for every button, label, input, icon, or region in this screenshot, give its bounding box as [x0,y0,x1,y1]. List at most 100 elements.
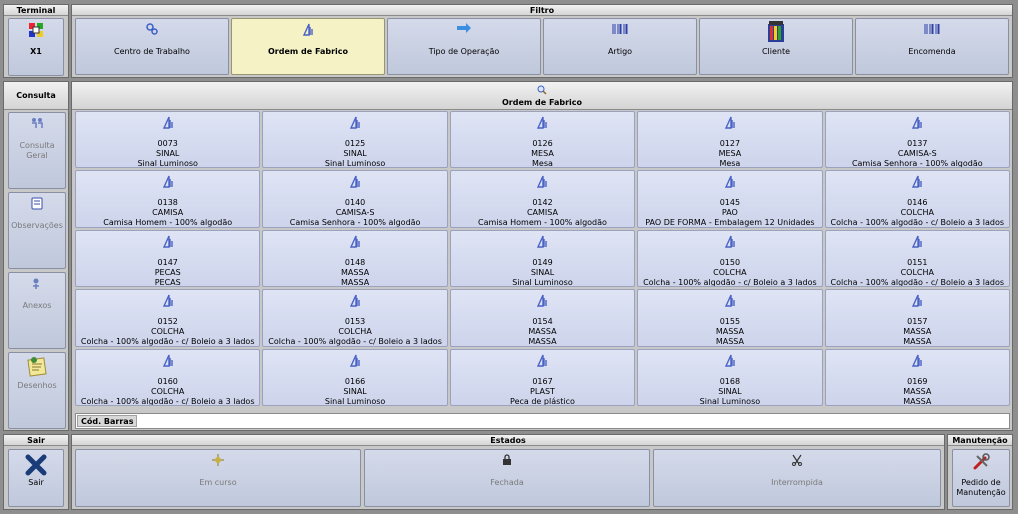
order-icon [263,235,446,248]
fechada-button[interactable]: Fechada [364,449,650,507]
order-icon [826,294,1009,307]
maintenance-request-button[interactable]: Pedido de Manutenção [952,449,1010,507]
consulta-geral-button[interactable]: Consulta Geral [8,112,66,189]
anexos-button[interactable]: Anexos [8,272,66,349]
filter-label: Centro de Trabalho [114,47,190,56]
barcode-icon [856,23,1008,37]
order-code: 0145 [719,198,741,208]
filter-artigo-button[interactable]: Artigo [543,18,697,75]
order-description: Sinal Luminoso [137,159,198,168]
order-article: MASSA [528,327,557,337]
order-description: Camisa Homem - 100% algodão [478,218,607,228]
terminal-button[interactable]: X1 [8,18,64,76]
order-description: PAO DE FORMA - Embalagem 12 Unidades [645,218,815,228]
exit-button[interactable]: Sair [8,449,64,507]
filter-cliente-button[interactable]: Cliente [699,18,853,75]
order-description: Colcha - 100% algodão - c/ Boleio a 3 la… [643,277,817,287]
order-code: 0152 [157,317,178,327]
order-article: CAMISA [526,208,558,218]
notes-icon [9,197,65,211]
sair-title: Sair [4,435,68,446]
order-article: MASSA [903,386,932,396]
running-icon [76,454,360,468]
order-code: 0127 [719,139,741,148]
order-article: MASSA [903,327,932,337]
order-code: 0137 [907,139,928,148]
order-article: COLCHA [150,327,185,337]
people-icon [9,117,65,131]
consulta-panel: Consulta Consulta Geral Observações Anex… [3,81,69,431]
order-icon [826,175,1009,189]
order-description: Sinal Luminoso [324,159,386,168]
order-description: Colcha - 100% algodão - c/ Boleio a 3 la… [80,337,255,347]
em-curso-button[interactable]: Em curso [75,449,361,507]
order-icon [451,235,634,248]
filter-label: Cliente [761,47,791,56]
order-description: MASSA [341,277,370,287]
order-description: Colcha - 100% algodão - c/ Boleio a 3 la… [830,218,1005,228]
order-code: 0169 [907,376,928,386]
filter-ordem-fabrico-button[interactable]: Ordem de Fabrico [231,18,385,75]
order-description: Peca de plástico [510,396,575,406]
filter-label: Ordem de Fabrico [267,47,348,56]
gear-icon [76,23,228,37]
order-icon [826,354,1009,367]
order-code: 0142 [532,198,553,208]
order-description: Colcha - 100% algodão - c/ Boleio a 3 la… [830,277,1005,287]
estados-panel: Estados Em curso Fechada Interrompida [71,434,945,510]
order-article: CAMISA-S [335,208,375,218]
observacoes-button[interactable]: Observações [8,192,66,269]
exit-label: Sair [28,478,44,487]
filter-tipo-operacao-button[interactable]: Tipo de Operação [387,18,541,75]
desenhos-button[interactable]: Desenhos [8,352,66,429]
order-icon [76,354,259,367]
order-code: 0073 [157,139,178,148]
order-code: 0149 [532,257,553,267]
order-icon [638,235,821,248]
order-article: COLCHA [713,267,747,277]
arrow-icon [388,23,540,37]
filter-centro-trabalho-button[interactable]: Centro de Trabalho [75,18,229,75]
order-icon [638,354,821,367]
order-code: 0155 [719,317,741,327]
order-article: COLCHA [900,208,934,218]
filter-encomenda-button[interactable]: Encomenda [855,18,1009,75]
order-article: PAO [721,208,738,218]
order-article: SINAL [156,149,180,158]
order-code: 0147 [157,257,178,267]
interrompida-button[interactable]: Interrompida [653,449,941,507]
close-icon [9,454,63,476]
attachment-icon [9,277,65,291]
order-icon [451,354,634,367]
order-article: MESA [531,149,554,158]
order-code: 0148 [344,257,366,267]
filter-label: Encomenda [908,47,956,56]
barcode-field[interactable]: Cód. Barras [75,413,1010,429]
